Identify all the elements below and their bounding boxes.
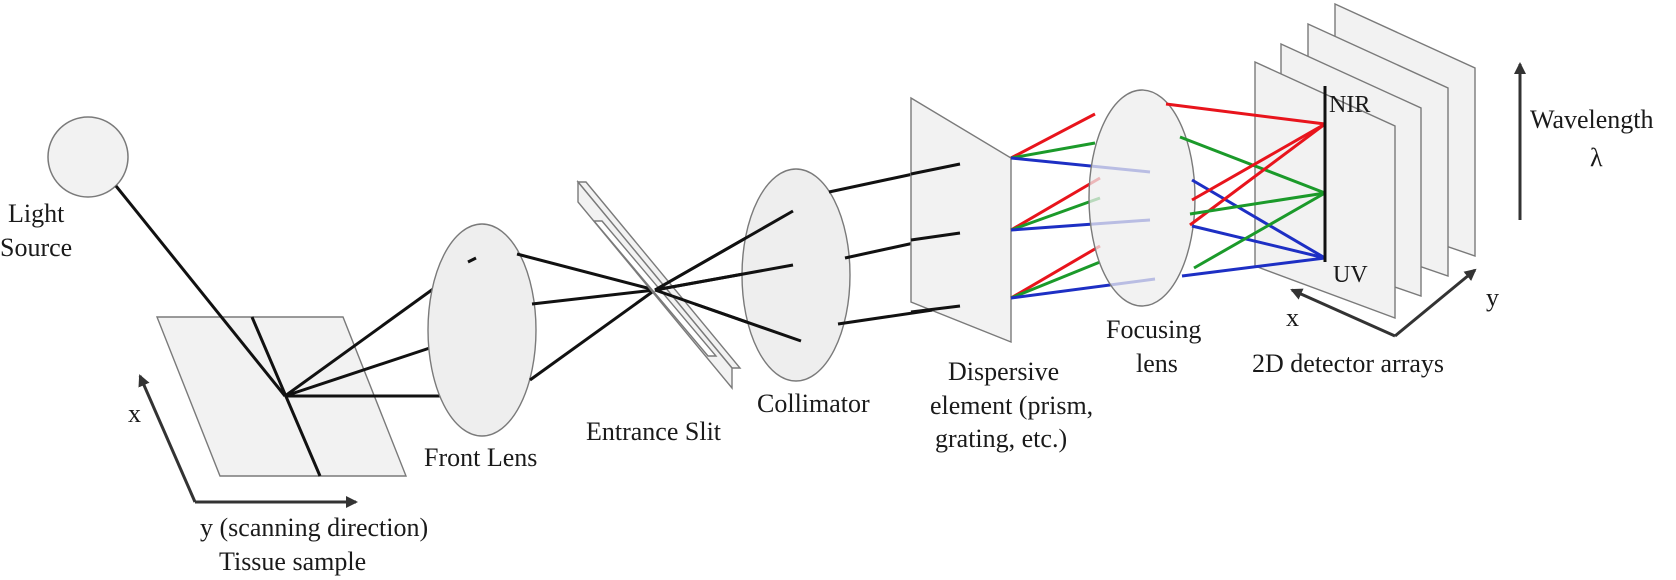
detector-arrays [1254,2,1476,320]
focusing-lens [1088,89,1196,307]
collimator-lens [741,168,851,382]
tissue-sample-label: Tissue sample [219,547,366,576]
nir-label: NIR [1329,92,1370,118]
tissue-axes [138,374,358,508]
detector-arrays-label: 2D detector arrays [1252,349,1444,378]
focused-rays-out [1165,102,1326,278]
dispersive-internal-rays [910,162,961,314]
dispersive-label-line2: element (prism, [930,391,1093,420]
dispersive-label-line3: grating, etc.) [935,424,1067,453]
detector-axis-x-label: x [1286,303,1299,332]
collimator-internal-rays [654,209,802,343]
front-lens-label: Front Lens [424,443,537,472]
illumination-ray [114,185,287,397]
collimator-label: Collimator [757,389,870,418]
light-source [47,116,129,198]
tissue-axis-y-label: y (scanning direction) [200,513,428,542]
lambda-symbol: λ [1590,143,1603,172]
focusing-lens-label-line1: Focusing [1106,315,1201,344]
dispersive-element [910,96,1012,344]
tissue-axis-x-label: x [128,399,141,428]
front-lens-to-slit-rays [516,252,656,382]
entrance-slit [576,180,742,390]
light-source-label-line1: Light [8,199,65,228]
dispersed-rays-in [1010,112,1156,300]
focusing-lens-label-line2: lens [1136,349,1178,378]
dispersive-label-line1: Dispersive [948,357,1059,386]
entrance-slit-label: Entrance Slit [586,417,722,446]
light-source-label-line2: Source [0,233,72,262]
uv-label: UV [1333,262,1368,288]
front-lens-internal-rays [467,256,477,264]
front-lens [427,223,537,437]
detector-axis-y-label: y [1486,283,1499,312]
detector-axes [1290,268,1477,338]
wavelength-label: Wavelength [1530,105,1654,134]
